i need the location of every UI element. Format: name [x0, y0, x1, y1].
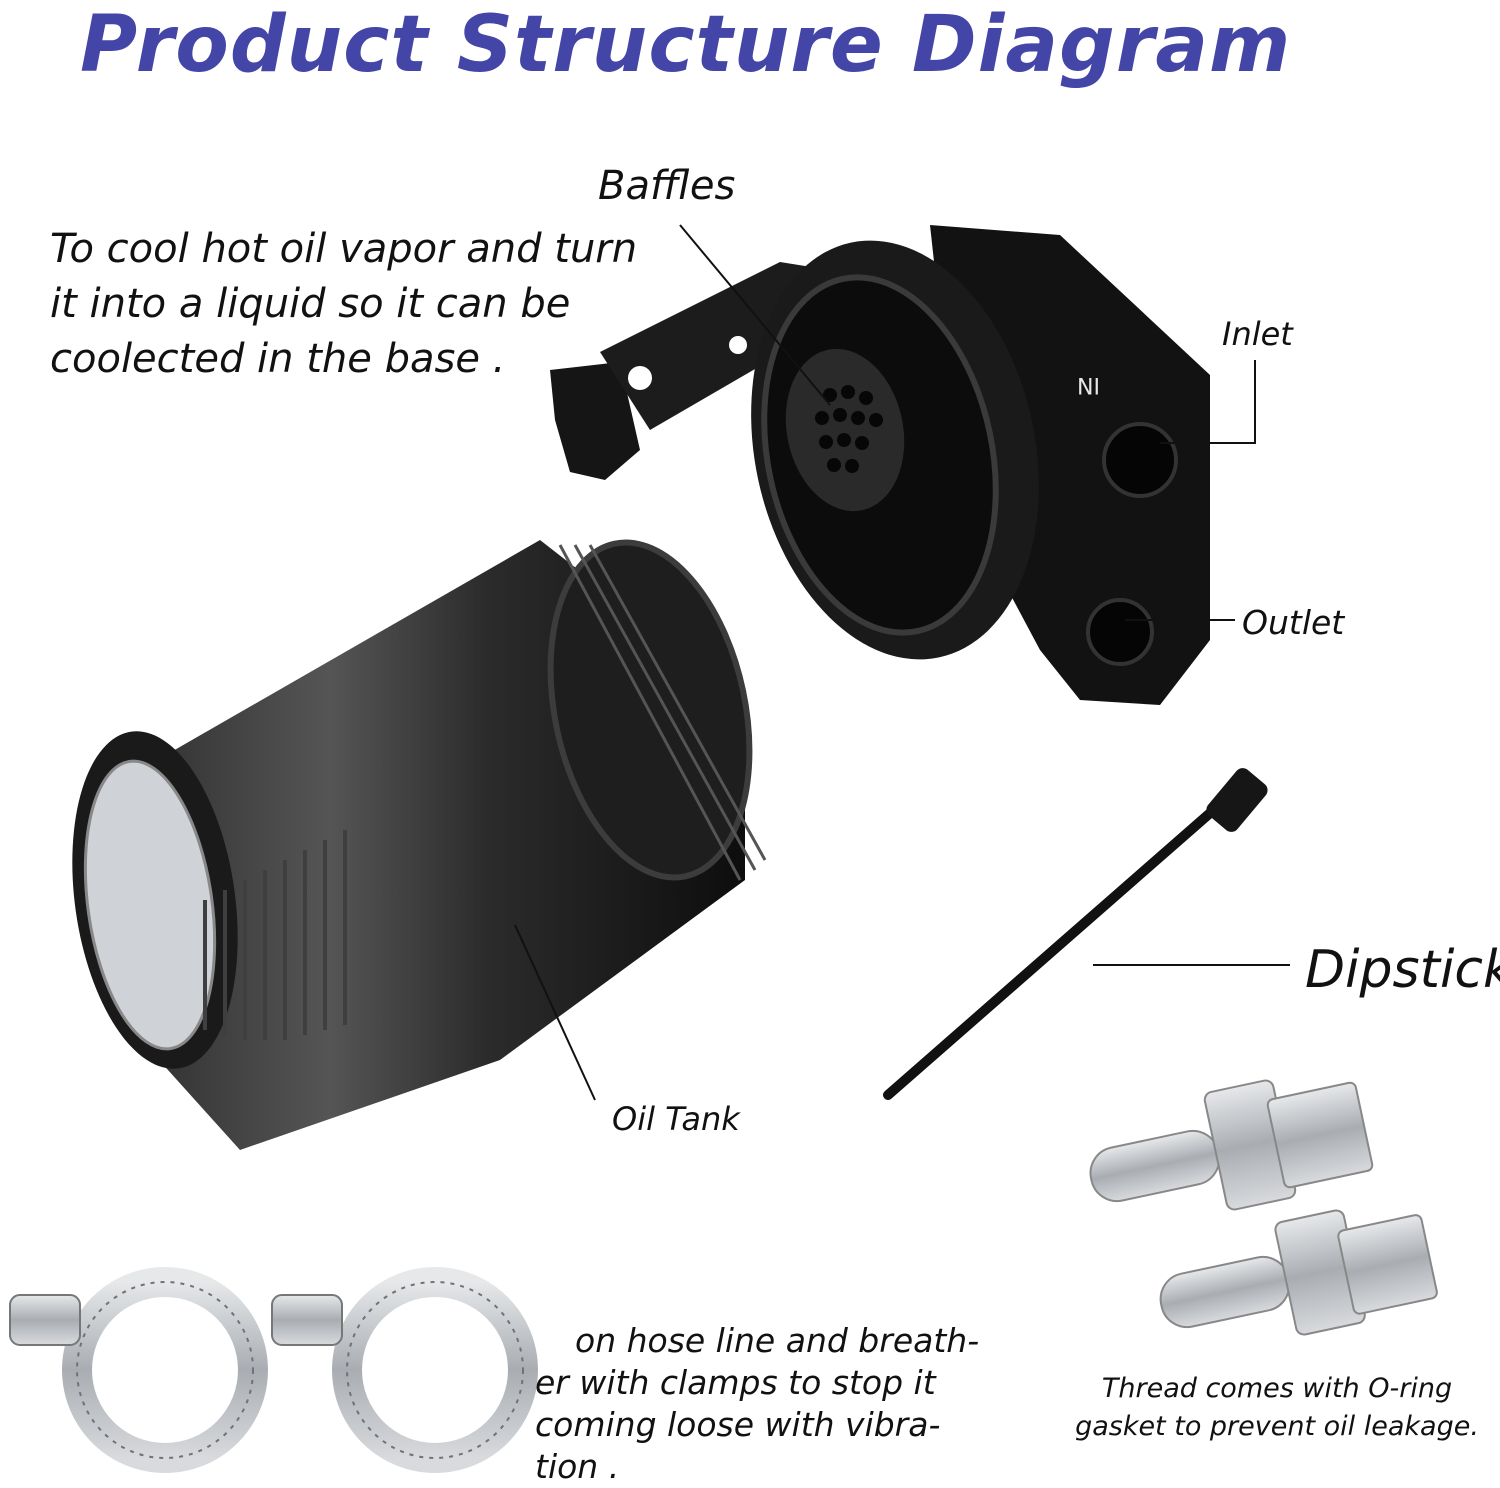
baffle-holes [815, 385, 883, 473]
clamps-line: on hose line and breath- [575, 1321, 980, 1360]
outlet-port [1086, 598, 1154, 666]
clamps-description: on hose line and breath- er with clamps … [535, 1320, 979, 1488]
cap-assembly: IN [550, 225, 1210, 705]
oil-tank [72, 539, 767, 1150]
clamps-line: tion . [535, 1447, 620, 1486]
hose-clamp [271, 1267, 538, 1473]
inlet-leader [1160, 360, 1256, 444]
tank-threads [558, 544, 767, 881]
label-inlet: Inlet [1222, 315, 1293, 353]
hose-clamp [9, 1267, 268, 1473]
oil-tank-leader [514, 924, 596, 1101]
fittings-description: Thread comes with O-ring gasket to preve… [1062, 1370, 1492, 1446]
description-top: To cool hot oil vapor and turn it into a… [50, 222, 637, 387]
inlet-port [1102, 422, 1178, 498]
description-line: coolected in the base . [50, 336, 506, 382]
hose-fitting [1159, 1209, 1438, 1336]
clamps-line: er with clamps to stop it [535, 1363, 936, 1402]
label-outlet: Outlet [1242, 603, 1345, 642]
page-title: Product Structure Diagram [80, 0, 1292, 90]
baffles-leader [679, 224, 831, 406]
label-dipstick: Dipstick [1305, 940, 1500, 1000]
label-oil-tank: Oil Tank [612, 1100, 740, 1138]
hose-fitting [1089, 1079, 1374, 1211]
cap-marking: IN [1077, 372, 1100, 397]
fittings-line: Thread comes with O-ring [1101, 1373, 1453, 1404]
description-line: To cool hot oil vapor and turn [50, 226, 638, 272]
clamps-line: coming loose with vibra- [535, 1405, 941, 1444]
leader-lines [514, 224, 1290, 1101]
tank-knurl [203, 830, 347, 1040]
fittings-line: gasket to prevent oil leakage. [1075, 1411, 1479, 1442]
label-baffles: Baffles [598, 163, 736, 209]
description-line: it into a liquid so it can be [50, 281, 571, 327]
dipstick [883, 768, 1268, 1100]
